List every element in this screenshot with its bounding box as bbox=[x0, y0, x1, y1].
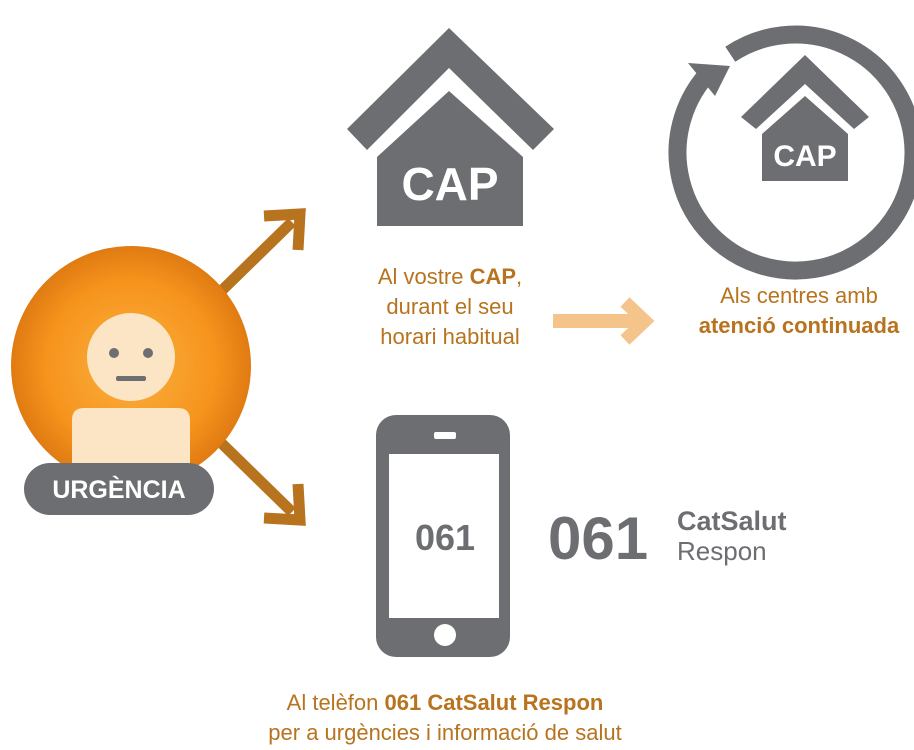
brand-logo: 061 CatSalut Respon bbox=[548, 505, 787, 572]
phone-icon: 061 bbox=[376, 415, 510, 657]
brand-number: 061 bbox=[548, 505, 648, 572]
phone-line1-bold: 061 CatSalut Respon bbox=[384, 690, 604, 715]
phone-screen-label: 061 bbox=[415, 517, 475, 558]
continuous-line1: Als centres amb bbox=[720, 283, 878, 308]
cycle-arrow-icon bbox=[668, 25, 914, 280]
phone-line2: per a urgències i informació de salut bbox=[268, 720, 622, 745]
cap-line3: horari habitual bbox=[380, 324, 520, 349]
cap-line2: durant el seu bbox=[386, 294, 514, 319]
continuous-line2: atenció continuada bbox=[698, 313, 900, 338]
cap-line1-bold: CAP bbox=[469, 264, 517, 289]
small-house-icon: CAP bbox=[741, 55, 869, 181]
arrow-icon bbox=[553, 297, 655, 345]
brand-name: CatSalut bbox=[677, 506, 787, 536]
urgencia-label: URGÈNCIA bbox=[52, 475, 185, 504]
person-icon bbox=[11, 246, 251, 486]
cap-house-label: CAP bbox=[401, 158, 498, 210]
phone-line1: Al telèfon 061 CatSalut Respon bbox=[240, 688, 650, 718]
phone-description: Al telèfon 061 CatSalut Respon per a urg… bbox=[240, 688, 650, 748]
cap-line1-pre: Al vostre bbox=[377, 264, 470, 289]
urgencia-badge: URGÈNCIA bbox=[24, 463, 214, 515]
cap-line1: Al vostre CAP, bbox=[345, 262, 555, 292]
phone-line1-pre: Al telèfon bbox=[286, 690, 385, 715]
cap-line1-post: , bbox=[516, 264, 523, 289]
cap-cycle-label: CAP bbox=[773, 140, 836, 173]
house-icon: CAP bbox=[347, 28, 554, 226]
brand-sub: Respon bbox=[677, 536, 767, 566]
cap-description: Al vostre CAP, durant el seu horari habi… bbox=[345, 262, 555, 352]
continuous-description: Als centres amb atenció continuada bbox=[684, 281, 914, 341]
